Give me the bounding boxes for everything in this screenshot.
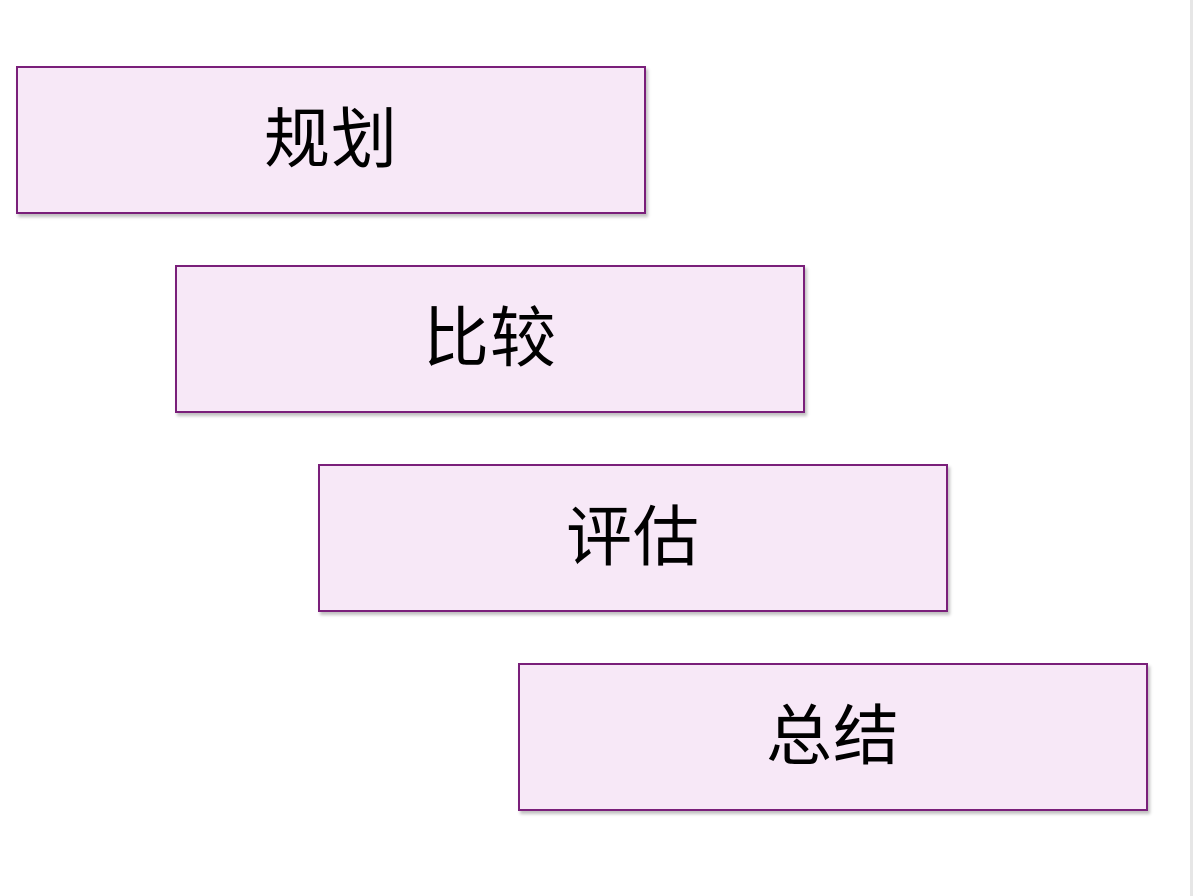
step-box-summarize: 总结 [518, 663, 1148, 811]
step-box-compare: 比较 [175, 265, 805, 413]
step-box-evaluate: 评估 [318, 464, 948, 612]
right-edge-border [1190, 0, 1193, 896]
step-label-compare: 比较 [423, 300, 557, 377]
step-label-summarize: 总结 [766, 698, 900, 775]
step-label-plan: 规划 [264, 101, 398, 178]
step-box-plan: 规划 [16, 66, 646, 214]
step-label-evaluate: 评估 [566, 499, 700, 576]
